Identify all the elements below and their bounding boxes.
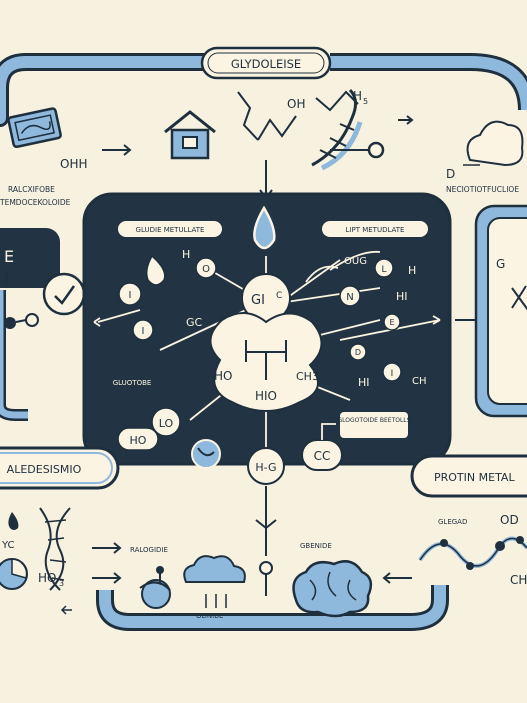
diagram-title: GLYDOLEISE bbox=[231, 57, 301, 71]
dna-icon bbox=[39, 507, 71, 591]
water-drop-icon bbox=[253, 205, 276, 250]
arrow-to-brain bbox=[382, 572, 412, 584]
h-subscript: 5 bbox=[363, 97, 368, 106]
panel-bottom-right-caption: GLOGOTOIDE BEETOLLS bbox=[338, 417, 411, 424]
left-yc: YC bbox=[1, 540, 15, 551]
center-formula: GI bbox=[251, 293, 265, 308]
central-panel: GLUDIE METULLATE LIPT METUDLATE H O I bbox=[82, 192, 452, 485]
cloud-icon bbox=[183, 555, 246, 583]
wave-chain bbox=[418, 536, 527, 570]
panel-left-mid-label: GLUOTOBE bbox=[113, 379, 152, 387]
left-caption-2: TEMDOCEKOLOIDE bbox=[0, 198, 71, 207]
left-letter-1: H bbox=[182, 248, 190, 261]
label-ralocidie: RALOGIDIE bbox=[130, 546, 168, 554]
label-odnibe: ODNIBE bbox=[196, 612, 223, 620]
right-caption: NECIOTIOTFUCLIOE bbox=[446, 185, 519, 194]
right-box-label: G bbox=[496, 257, 505, 271]
right-glegad: GLEGAD bbox=[438, 518, 467, 526]
oh-label: OH bbox=[287, 97, 305, 111]
right-letter-3: H bbox=[408, 264, 416, 277]
bottom-left-lo: LO bbox=[159, 417, 174, 430]
right-letter-7: D bbox=[355, 348, 361, 357]
bottom-left-ho: HO bbox=[130, 434, 147, 447]
left-formula: OHH bbox=[60, 157, 88, 171]
bottom-right-banner: PROTIN METAL bbox=[410, 454, 527, 498]
bottom-left-banner: ALEDESISMIO bbox=[0, 446, 120, 490]
top-molecule: OH H 5 bbox=[237, 89, 368, 141]
left-letter-2: O bbox=[202, 264, 210, 275]
brain-icon bbox=[292, 560, 373, 618]
panel-left-title: GLUDIE METULLATE bbox=[136, 226, 205, 234]
connector-node bbox=[367, 141, 385, 159]
outer-frame bbox=[0, 53, 527, 631]
center-hio: HIO bbox=[255, 389, 277, 403]
arrow-left-small bbox=[60, 605, 72, 615]
right-box: G bbox=[455, 204, 527, 418]
left-caption-1: RALCXIFOBE bbox=[8, 185, 55, 194]
right-letter-9: I bbox=[391, 369, 394, 379]
left-letter-5: GC bbox=[186, 316, 203, 329]
left-banner-label: ALEDESISMIO bbox=[7, 463, 82, 476]
label-gbenide: GBENIDE bbox=[300, 542, 332, 550]
title-pill: GLYDOLEISE bbox=[200, 46, 332, 80]
right-letter-1: OUG bbox=[344, 256, 367, 267]
arrow-top-right bbox=[398, 115, 414, 125]
book-icon bbox=[7, 107, 62, 149]
left-letter-3: I bbox=[129, 290, 132, 301]
right-od: OD bbox=[500, 513, 519, 527]
left-box: E bbox=[0, 228, 86, 421]
arrow-top-left bbox=[102, 144, 132, 156]
small-drop-icon bbox=[8, 512, 19, 530]
left-box-label: E bbox=[4, 247, 14, 266]
pie-chart-icon bbox=[0, 558, 28, 590]
arrow-bottom-1 bbox=[92, 542, 122, 554]
panel-right-title: LIPT METUDLATE bbox=[346, 226, 405, 234]
cc-node: CC bbox=[314, 449, 331, 463]
right-letter-6: E bbox=[389, 318, 394, 327]
left-ho: HO bbox=[38, 571, 56, 585]
right-d: D bbox=[446, 167, 455, 181]
right-letter-5: HI bbox=[396, 290, 408, 303]
right-letter-4: N bbox=[346, 292, 353, 303]
right-letter-8: HI bbox=[358, 376, 370, 389]
arrow-bottom-2 bbox=[92, 572, 122, 584]
left-ho-sub: 3 bbox=[59, 579, 64, 588]
house-icon bbox=[164, 110, 216, 160]
center-formula-sub: C bbox=[276, 291, 282, 301]
cloud-icon bbox=[466, 120, 524, 167]
h-g-node: H-G bbox=[255, 461, 276, 474]
right-ch: CH bbox=[510, 573, 527, 587]
check-icon bbox=[54, 285, 76, 305]
arrow-down-top bbox=[259, 160, 273, 200]
right-letter-2: L bbox=[381, 265, 386, 275]
right-letter-10: CH bbox=[412, 376, 427, 387]
left-letter-4: I bbox=[142, 326, 145, 337]
center-ch3: CH3 bbox=[296, 370, 319, 383]
right-banner-label: PROTIN METAL bbox=[434, 471, 515, 484]
center-ho: HO bbox=[214, 369, 232, 383]
h-label: H bbox=[353, 89, 362, 103]
flask-icon bbox=[139, 566, 171, 609]
